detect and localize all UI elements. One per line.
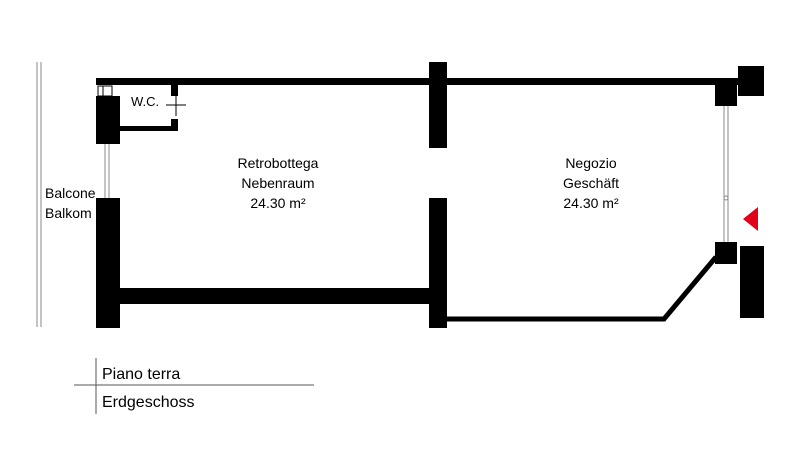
entrance-arrow-icon xyxy=(743,207,758,231)
room-name-de: Geschäft xyxy=(563,175,619,191)
room-name-it: Negozio xyxy=(565,155,617,171)
balcony-door xyxy=(104,144,110,198)
shop-angled-wall xyxy=(447,255,718,322)
legend-floor-de: Erdgeschoss xyxy=(102,394,195,411)
wc-label: W.C. xyxy=(131,94,159,109)
corner-detail xyxy=(97,85,113,97)
room-area: 24.30 m² xyxy=(250,195,306,211)
wc-door xyxy=(166,96,186,116)
balcony-label-it: Balcone xyxy=(45,185,96,201)
shop-front-glazing xyxy=(723,106,729,242)
legend-floor-it: Piano terra xyxy=(102,366,180,383)
room-area: 24.30 m² xyxy=(563,195,619,211)
legend: Piano terra Erdgeschoss xyxy=(74,358,314,414)
room-name-it: Retrobottega xyxy=(238,155,319,171)
walls xyxy=(96,62,764,328)
balcony-label-de: Balkom xyxy=(45,205,92,221)
room-name-de: Nebenraum xyxy=(241,175,314,191)
balcony-edge xyxy=(36,62,42,327)
